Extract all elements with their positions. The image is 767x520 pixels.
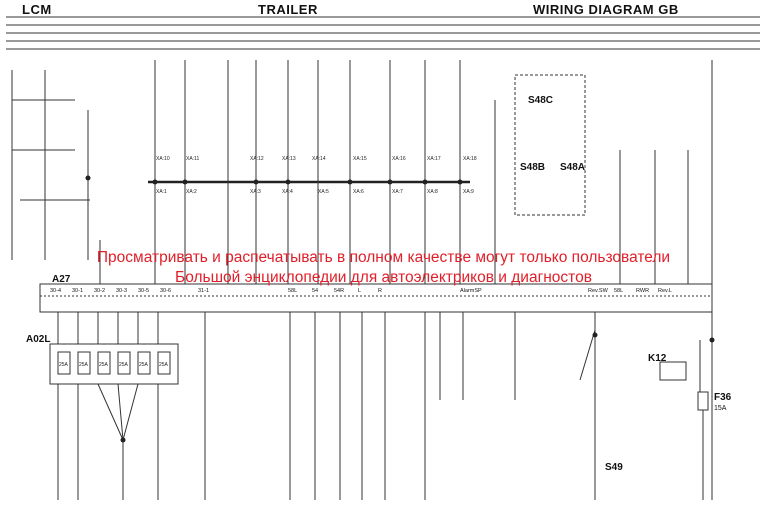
relay-k12: K12 xyxy=(648,353,667,364)
connector-xa12: XA:12 xyxy=(250,156,264,162)
module-a27: A27 xyxy=(52,274,71,285)
fuse-slot-3: 25A xyxy=(99,362,109,368)
pin-rev-l: Rev.L xyxy=(658,288,672,294)
connector-xa15: XA:15 xyxy=(353,156,367,162)
pin-30-6: 30-6 xyxy=(160,288,171,294)
switch-s49: S49 xyxy=(605,462,623,473)
header-wiring-diagram: WIRING DIAGRAM GB xyxy=(533,2,679,17)
pin-30-4: 30-4 xyxy=(50,288,61,294)
connector-xa2: XA:2 xyxy=(186,189,197,195)
fuse-f36-rating: 15A xyxy=(714,405,727,412)
fuse-slot-1: 25A xyxy=(59,362,69,368)
fuse-slot-6: 25A xyxy=(159,362,169,368)
header-lcm: LCM xyxy=(22,2,52,17)
connector-xa16: XA:16 xyxy=(392,156,406,162)
connector-xa3: XA:3 xyxy=(250,189,261,195)
connector-xa9: XA:9 xyxy=(463,189,474,195)
pin-54r: 54R xyxy=(334,288,344,294)
switch-s48b: S48B xyxy=(520,162,545,173)
pin-r: R xyxy=(378,288,382,294)
fuse-slot-2: 25A xyxy=(79,362,89,368)
pin-alarmsp: AlarmSP xyxy=(460,288,482,294)
watermark-line-2: Большой энциклопедии для автоэлектриков … xyxy=(175,269,592,286)
fuse-slot-4: 25A xyxy=(119,362,129,368)
pin-30-2: 30-2 xyxy=(94,288,105,294)
fuse-f36: F36 xyxy=(714,392,732,403)
connector-xa10: XA:10 xyxy=(156,156,170,162)
pin-rev-sw: Rev.SW xyxy=(588,288,609,294)
pin-58l: 58L xyxy=(288,288,297,294)
pin-54: 54 xyxy=(312,288,318,294)
watermark-line-1: Просматривать и распечатывать в полном к… xyxy=(96,249,671,266)
pin-31-1: 31-1 xyxy=(198,288,209,294)
pin-30-1: 30-1 xyxy=(72,288,83,294)
pin-rwr: RWR xyxy=(636,288,649,294)
pin-l: L xyxy=(358,288,361,294)
connector-xa13: XA:13 xyxy=(282,156,296,162)
pin-30-3: 30-3 xyxy=(116,288,127,294)
switch-s48a: S48A xyxy=(560,162,585,173)
connector-xa18: XA:18 xyxy=(463,156,477,162)
fuse-slot-5: 25A xyxy=(139,362,149,368)
connector-xa8: XA:8 xyxy=(427,189,438,195)
fuse-block-a02l: A02L xyxy=(26,334,50,345)
connector-xa7: XA:7 xyxy=(392,189,403,195)
connector-xa5: XA:5 xyxy=(318,189,329,195)
connector-xa17: XA:17 xyxy=(427,156,441,162)
header-trailer: TRAILER xyxy=(258,2,318,17)
connector-xa11: XA:11 xyxy=(186,156,199,162)
connector-xa6: XA:6 xyxy=(353,189,364,195)
connector-xa1: XA:1 xyxy=(156,189,167,195)
pin-30-5: 30-5 xyxy=(138,288,149,294)
pin-58l-2: 58L xyxy=(614,288,623,294)
connector-xa14: XA:14 xyxy=(312,156,326,162)
connector-xa4: XA:4 xyxy=(282,189,293,195)
switch-s48c: S48C xyxy=(528,95,553,106)
